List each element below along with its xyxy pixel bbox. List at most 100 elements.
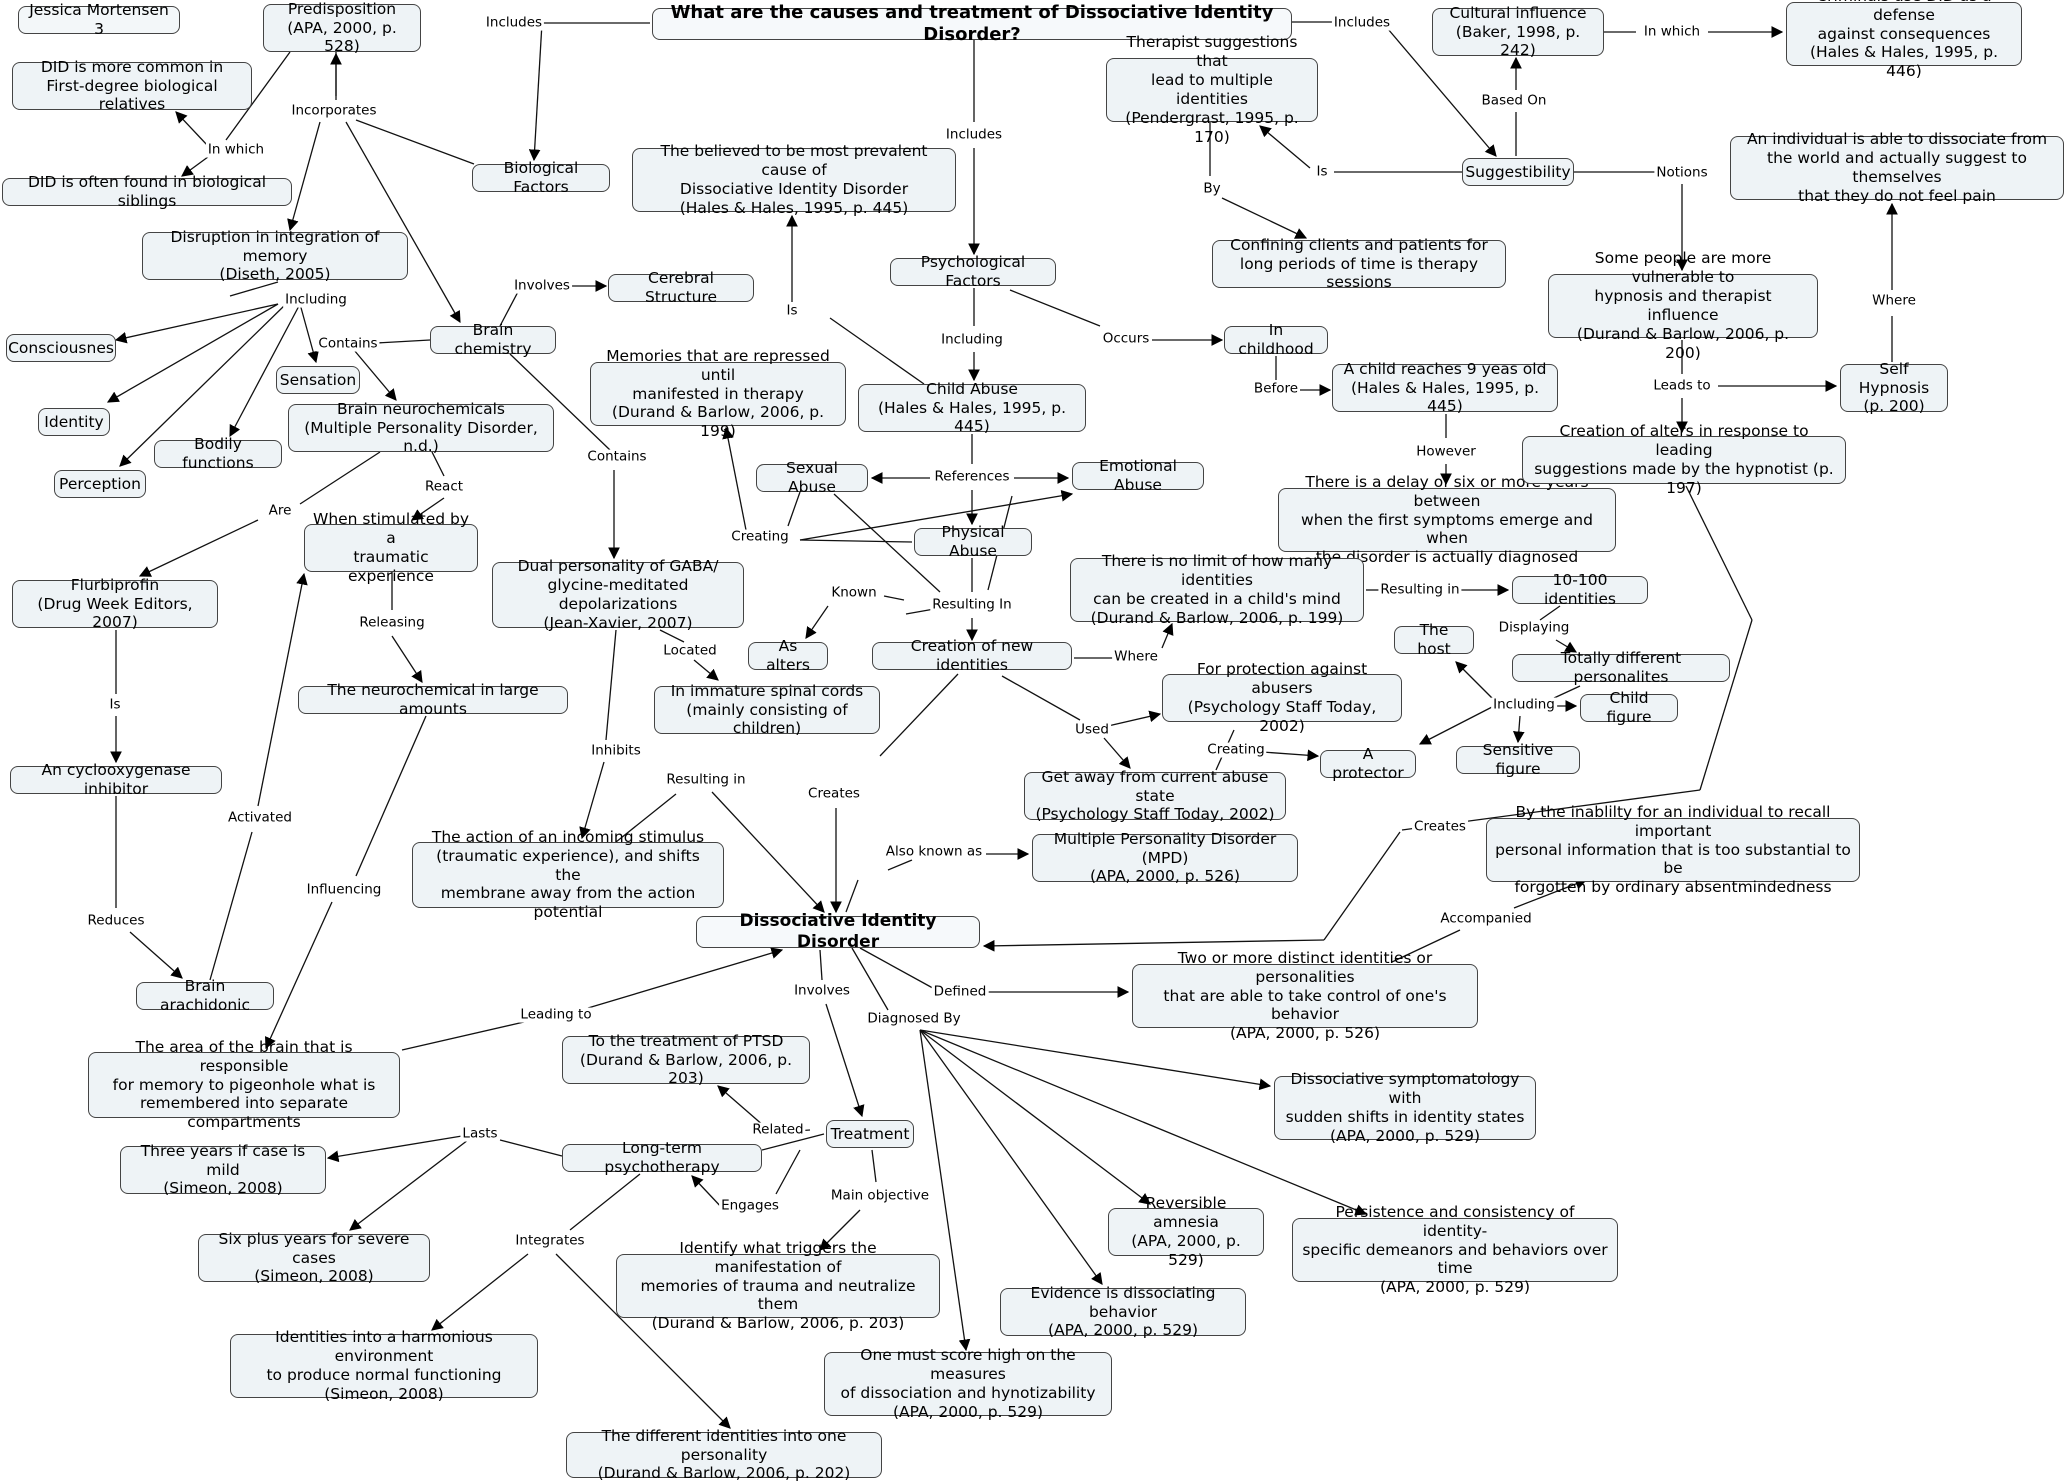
connector-line	[287, 121, 321, 232]
connector-line	[833, 493, 941, 593]
node-emotional-abuse[interactable]: Emotional Abuse	[1072, 457, 1204, 494]
map-title[interactable]: What are the causes and treatment of Dis…	[652, 2, 1292, 45]
connector-line	[355, 715, 427, 877]
node-protection-abusers[interactable]: For protection against abusers (Psycholo…	[1162, 660, 1402, 735]
link-where-self: Where	[1870, 292, 1918, 309]
node-totally-different[interactable]: Totally different personalites	[1512, 649, 1730, 686]
node-flurbiprofin[interactable]: Flurbiprofin (Drug Week Editors, 2007)	[12, 576, 218, 631]
node-no-limit[interactable]: There is no limit of how many identities…	[1070, 552, 1364, 627]
node-psychological-factors[interactable]: Psychological Factors	[890, 253, 1056, 290]
node-persistence[interactable]: Persistence and consistency of identity-…	[1292, 1203, 1618, 1296]
link-engages: Engages	[719, 1197, 781, 1214]
link-involves-cerebral: Involves	[512, 277, 572, 294]
connector-line	[579, 761, 605, 840]
node-action-stimulus[interactable]: The action of an incoming stimulus (trau…	[412, 828, 724, 921]
node-dissociative-symptom[interactable]: Dissociative symptomatology with sudden …	[1274, 1070, 1536, 1145]
link-resulting-in-new: Resulting In	[930, 596, 1014, 613]
node-mpd[interactable]: Multiple Personality Disorder (MPD) (APA…	[1032, 830, 1298, 885]
node-criminals[interactable]: Criminals use DID as a defense against c…	[1786, 0, 2022, 80]
connector-line	[1009, 289, 1101, 327]
node-bodily-functions[interactable]: Bodily functions	[154, 435, 282, 472]
connector-line	[114, 303, 279, 344]
node-inability-recall[interactable]: By the inablilty for an individual to re…	[1486, 803, 1860, 896]
link-also-known-as: Also known as	[883, 843, 985, 860]
node-ptsd[interactable]: To the treatment of PTSD (Durand & Barlo…	[562, 1032, 810, 1087]
link-based-on: Based On	[1479, 92, 1549, 109]
node-brain-chemistry[interactable]: Brain chemistry	[430, 321, 556, 358]
node-evidence[interactable]: Evidence is dissociating behavior (APA, …	[1000, 1284, 1246, 1339]
link-in-which-right: In which	[1641, 23, 1703, 40]
connector-line	[805, 605, 829, 639]
node-area-brain[interactable]: The area of the brain that is responsibl…	[88, 1038, 400, 1131]
node-did-siblings[interactable]: DID is often found in biological sibling…	[2, 173, 292, 210]
node-three-years[interactable]: Three years if case is mild (Simeon, 200…	[120, 1142, 326, 1197]
node-brain-neurochemicals[interactable]: Brain neurochemicals (Multiple Personali…	[288, 400, 554, 455]
node-reversible-amnesia[interactable]: Reversible amnesia (APA, 2000, p. 529)	[1108, 1194, 1264, 1269]
node-confining-clients[interactable]: Confining clients and patients for long …	[1212, 236, 1506, 291]
connector-line	[1107, 710, 1162, 727]
node-memories-repressed[interactable]: Memories that are repressed until manife…	[590, 347, 846, 440]
connector-line	[871, 1149, 877, 1183]
connector-line	[919, 1029, 1103, 1285]
connector-line	[982, 939, 1325, 952]
link-resulting-in-10: Resulting in	[1378, 581, 1462, 598]
node-a-protector[interactable]: A protector	[1320, 745, 1416, 782]
node-self-hypnosis[interactable]: Self Hypnosis (p. 200)	[1840, 360, 1948, 415]
connector-line	[1699, 619, 1753, 791]
node-when-stimulated[interactable]: When stimulated by a traumatic experienc…	[304, 510, 478, 585]
node-cyclooxygenase[interactable]: An cyclooxygenase inhibitor	[10, 761, 222, 798]
node-score-high[interactable]: One must score high on the measures of d…	[824, 1346, 1112, 1421]
node-biological-factors[interactable]: Biological Factors	[472, 159, 610, 196]
node-therapist-suggestions[interactable]: Therapist suggestions that lead to multi…	[1106, 33, 1318, 146]
connector-line	[229, 303, 301, 438]
node-the-host[interactable]: The host	[1394, 621, 1474, 658]
node-suggestibility[interactable]: Suggestibility	[1462, 158, 1574, 186]
connector-line	[1512, 715, 1525, 744]
node-child-abuse[interactable]: Child Abuse (Hales & Hales, 1995, p. 445…	[858, 380, 1086, 435]
link-leads-to: Leads to	[1651, 377, 1713, 394]
node-child-9[interactable]: A child reaches 9 yeas old (Hales & Hale…	[1332, 360, 1558, 415]
node-vulnerable[interactable]: Some people are more vulnerable to hypno…	[1548, 249, 1818, 362]
node-consciousness[interactable]: Consciousnes	[6, 334, 116, 362]
connector-line	[401, 1021, 525, 1051]
node-most-prevalent[interactable]: The believed to be most prevalent cause …	[632, 142, 956, 217]
link-contains-dual: Contains	[585, 448, 649, 465]
node-in-childhood[interactable]: In childhood	[1224, 321, 1328, 358]
node-different-one[interactable]: The different identities into one person…	[566, 1427, 882, 1482]
node-long-term[interactable]: Long-term psychotherapy	[562, 1139, 762, 1176]
node-10-100[interactable]: 10-100 identities	[1512, 571, 1648, 608]
node-identity[interactable]: Identity	[38, 408, 110, 436]
node-sexual-abuse[interactable]: Sexual Abuse	[756, 459, 868, 496]
node-cerebral-structure[interactable]: Cerebral Structure	[608, 269, 754, 306]
node-perception[interactable]: Perception	[54, 470, 146, 498]
node-sensitive-figure[interactable]: Sensitive figure	[1456, 741, 1580, 778]
node-as-alters[interactable]: As alters	[748, 637, 828, 674]
node-predisposition[interactable]: Predisposition (APA, 2000, p. 528)	[263, 0, 421, 55]
node-identities-harmonious[interactable]: Identities into a harmonious environment…	[230, 1328, 538, 1403]
node-creation-alters[interactable]: Creation of alters in response to leadin…	[1522, 422, 1846, 497]
connector-line	[1161, 622, 1174, 649]
node-treatment[interactable]: Treatment	[826, 1120, 914, 1148]
node-get-away[interactable]: Get away from current abuse state (Psych…	[1024, 768, 1286, 823]
connector-line	[615, 793, 677, 843]
connector-line	[129, 931, 183, 979]
node-dual-personality[interactable]: Dual personality of GABA/ glycine-medita…	[492, 557, 744, 632]
node-cultural-influence[interactable]: Cultural influence (Baker, 1998, p. 242)	[1432, 4, 1604, 59]
node-creation-new[interactable]: Creation of new identities	[872, 637, 1072, 674]
node-did[interactable]: Dissociative Identity Disorder	[696, 911, 980, 952]
node-child-figure[interactable]: Child figure	[1580, 689, 1678, 726]
node-disruption-memory[interactable]: Disruption in integration of memory (Dis…	[142, 228, 408, 283]
connector-line	[819, 949, 823, 981]
link-displaying: Displaying	[1496, 619, 1572, 636]
node-immature-spinal[interactable]: In immature spinal cords (mainly consist…	[654, 682, 880, 737]
node-two-or-more[interactable]: Two or more distinct identities or perso…	[1132, 949, 1478, 1042]
node-identify-triggers[interactable]: Identify what triggers the manifestation…	[616, 1239, 940, 1332]
node-brain-arachidonic[interactable]: Brain arachidonic	[136, 977, 274, 1014]
node-neurochemical-large[interactable]: The neurochemical in large amounts	[298, 681, 568, 718]
node-sensation[interactable]: Sensation	[276, 366, 360, 394]
node-physical-abuse[interactable]: Physical Abuse	[914, 523, 1032, 560]
node-did-common[interactable]: DID is more common in First-degree biolo…	[12, 58, 252, 113]
node-six-plus[interactable]: Six plus years for severe cases (Simeon,…	[198, 1230, 430, 1285]
connector-line	[1553, 685, 1581, 699]
node-individual-dissociate[interactable]: An individual is able to dissociate from…	[1730, 130, 2064, 205]
